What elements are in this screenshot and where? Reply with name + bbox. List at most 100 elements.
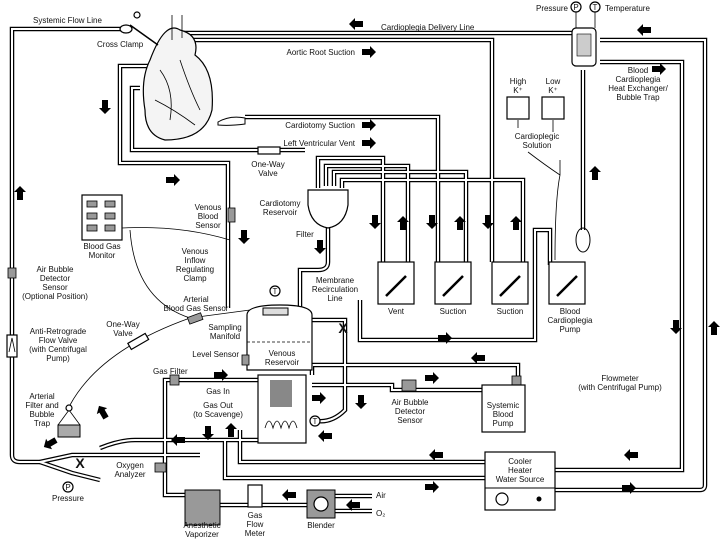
svg-text:Sensor: Sensor xyxy=(397,416,423,425)
cardioplegia-pump xyxy=(548,261,586,305)
cardiotomy-reservoir xyxy=(307,189,349,229)
label-cardiotomy-reservoir: Cardiotomy xyxy=(260,199,301,208)
anti-retrograde-valve xyxy=(6,334,18,358)
svg-text:Valve: Valve xyxy=(258,169,278,178)
label-arterial-filter: Arterial xyxy=(29,392,55,401)
label-air-bubble-detector: Air Bubble xyxy=(392,398,429,407)
suction-pump-1 xyxy=(434,261,472,305)
cross-clamp-icon xyxy=(119,11,159,46)
roller-pumps xyxy=(377,261,586,305)
low-k-bag xyxy=(541,96,565,120)
label-cross-clamp: Cross Clamp xyxy=(97,40,144,49)
svg-text:Heater: Heater xyxy=(508,466,532,475)
svg-text:Line: Line xyxy=(327,294,343,303)
one-way-valve-top xyxy=(257,146,281,155)
svg-text:(with Centrifugal: (with Centrifugal xyxy=(29,345,87,354)
svg-text:Flow Valve: Flow Valve xyxy=(39,336,78,345)
arterial-filter-bubble-trap xyxy=(57,404,81,438)
flow-arrows xyxy=(14,18,720,511)
svg-text:Flow: Flow xyxy=(247,520,264,529)
heat-exchanger-bubble-trap: P T xyxy=(570,1,601,253)
svg-text:Recirculation: Recirculation xyxy=(312,285,358,294)
venous-reservoir: T xyxy=(246,285,313,371)
oxygen-analyzer-sensor xyxy=(154,462,167,473)
label-gas-out: Gas Out xyxy=(203,401,234,410)
gas-filter xyxy=(169,374,180,386)
label-o2: O₂ xyxy=(376,509,385,518)
label-level-sensor: Level Sensor xyxy=(192,350,239,359)
svg-text:K⁺: K⁺ xyxy=(513,86,523,95)
svg-text:Blood: Blood xyxy=(493,410,513,419)
svg-text:Reservoir: Reservoir xyxy=(263,208,298,217)
svg-text:Cardioplegia: Cardioplegia xyxy=(616,75,661,84)
svg-text:Bubble: Bubble xyxy=(30,410,55,419)
blood-gas-monitor xyxy=(69,194,251,406)
svg-text:Cardioplegia: Cardioplegia xyxy=(548,316,593,325)
tubing-inner xyxy=(11,28,706,512)
systemic-blood-pump xyxy=(481,384,526,433)
label-gas-flow-meter: Gas xyxy=(248,511,263,520)
svg-text:Pump): Pump) xyxy=(46,354,70,363)
svg-text:Trap: Trap xyxy=(34,419,51,428)
svg-text:Blood: Blood xyxy=(628,66,648,75)
label-arterial-blood-gas-sensor: Arterial xyxy=(183,295,209,304)
label-one-way-valve-top: One-Way xyxy=(251,160,285,169)
label-systemic-flow-line: Systemic Flow Line xyxy=(33,16,102,25)
svg-text:Heat Exchanger/: Heat Exchanger/ xyxy=(608,84,668,93)
p-symbol: P xyxy=(65,483,70,492)
svg-text:Reservoir: Reservoir xyxy=(265,358,300,367)
svg-text:Analyzer: Analyzer xyxy=(114,470,145,479)
svg-text:(with Centrifugal Pump): (with Centrifugal Pump) xyxy=(578,383,662,392)
label-cardioplegia-pump: Blood xyxy=(560,307,580,316)
label-filter: Filter xyxy=(296,230,314,239)
cooler-heater-water-source xyxy=(484,451,556,511)
svg-text:Filter and: Filter and xyxy=(25,401,58,410)
heart-illustration xyxy=(142,15,246,141)
label-blood-gas-monitor: Blood Gas xyxy=(83,242,120,251)
label-vent-pump: Vent xyxy=(388,307,405,316)
labels: Systemic Flow Line Cross Clamp Aortic Ro… xyxy=(22,4,668,539)
air-bubble-detector-sensor xyxy=(401,379,417,392)
svg-text:Monitor: Monitor xyxy=(89,251,116,260)
t-symbol: T xyxy=(313,417,318,426)
svg-text:K⁺: K⁺ xyxy=(548,86,558,95)
label-high-k: High xyxy=(510,77,526,86)
svg-text:Blood Gas Sensor: Blood Gas Sensor xyxy=(164,304,229,313)
label-anti-retrograde-valve: Anti-Retrograde xyxy=(30,327,87,336)
svg-text:Sensor: Sensor xyxy=(195,221,221,230)
label-cardioplegic-solution: Cardioplegic xyxy=(515,132,559,141)
vent-pump xyxy=(377,261,415,305)
label-cooler-heater: Cooler xyxy=(508,457,532,466)
svg-text:Clamp: Clamp xyxy=(183,274,207,283)
one-way-valve-left xyxy=(127,332,150,351)
label-venous-blood-sensor: Venous xyxy=(195,203,222,212)
tubing-outline xyxy=(12,29,705,511)
svg-text:Detector: Detector xyxy=(40,274,71,283)
label-venous-reservoir: Venous xyxy=(269,349,296,358)
arterial-blood-gas-sensor xyxy=(186,312,204,325)
label-one-way-valve-left: One-Way xyxy=(106,320,140,329)
t-symbol: T xyxy=(273,287,278,296)
label-left-ventricular-vent: Left Ventricular Vent xyxy=(283,139,355,148)
label-low-k: Low xyxy=(546,77,561,86)
svg-text:Solution: Solution xyxy=(523,141,552,150)
svg-text:Blood: Blood xyxy=(198,212,218,221)
svg-text:Regulating: Regulating xyxy=(176,265,214,274)
svg-text:Pump: Pump xyxy=(493,419,514,428)
label-oxygen-analyzer: Oxygen xyxy=(116,461,144,470)
label-cardiotomy-suction: Cardiotomy Suction xyxy=(285,121,355,130)
venous-blood-sensor xyxy=(227,207,236,223)
label-pressure-bottom: Pressure xyxy=(52,494,85,503)
label-venous-inflow-clamp: Venous xyxy=(182,247,209,256)
label-systemic-blood-pump: Systemic xyxy=(487,401,519,410)
high-k-bag xyxy=(506,96,530,120)
label-suction-pump-2: Suction xyxy=(497,307,524,316)
suction-pump-2 xyxy=(491,261,529,305)
label-pressure-top: Pressure xyxy=(536,4,569,13)
label-suction-pump-1: Suction xyxy=(440,307,467,316)
svg-text:Valve: Valve xyxy=(113,329,133,338)
label-gas-in: Gas In xyxy=(206,387,230,396)
label-air: Air xyxy=(376,491,386,500)
p-symbol: P xyxy=(573,3,578,12)
